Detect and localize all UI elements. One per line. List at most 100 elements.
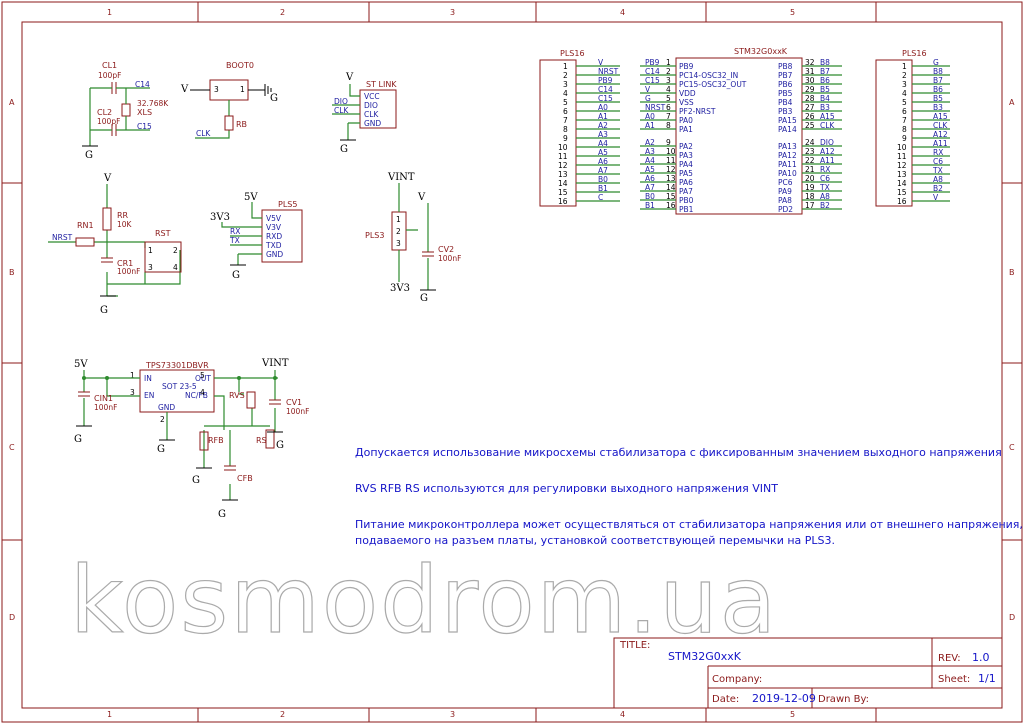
pin-number: 14 [558,179,568,188]
pin-number: 7 [563,116,568,125]
pin-number: 7 [666,112,671,121]
net-label: B4 [820,94,830,103]
pin-name: PB6 [778,80,793,89]
gnd-label: G [74,434,82,445]
pin-name: PA9 [778,187,792,196]
pin-number: 9 [563,134,568,143]
pin-number: 9 [902,134,907,143]
col-label: 4 [620,710,625,719]
stlink-connector: V ST LINK VCC DIO CLK GND DIO CLK G [332,72,397,155]
net-label: A2 [598,121,608,130]
gnd-label: G [192,475,200,486]
vcc-label: V [417,192,426,203]
regulator-package: SOT 23-5 [162,382,197,391]
net-label: A4 [598,139,608,148]
pin-number: 3 [563,80,568,89]
pls16-right-ref: PLS16 [902,49,927,58]
net-label: C15 [598,94,613,103]
pin-name: VCC [364,92,380,101]
net-label: A3 [598,130,608,139]
cv1-value: 100nF [286,407,309,416]
pin-name: V3V [266,223,282,232]
cin-value: 100nF [94,403,117,412]
row-label: A [1009,98,1015,107]
pin-number: 1 [396,215,401,224]
vcc-label: V [345,72,354,83]
pin-name: PA6 [679,178,693,187]
net-label: DIO [334,97,348,106]
col-label: 1 [107,8,112,17]
pin-name: PA10 [778,169,797,178]
net-label: A15 [820,112,835,121]
vint-label: VINT [387,172,415,183]
net-label: A12 [933,130,948,139]
net-label: A0 [645,112,655,121]
pin-name: PB9 [679,62,694,71]
net-label: A5 [645,165,655,174]
pin-number: 6 [666,103,671,112]
company-label: Company: [712,674,762,685]
pin-number: 13 [558,170,568,179]
pin-number: 20 [805,174,815,183]
net-label: PB9 [598,76,613,85]
pin-name: V5V [266,214,282,223]
pin-number: 28 [805,94,815,103]
date-value: 2019-12-09 [752,692,816,705]
crystal-circuit: CL1 100pF CL2 100pF 32.768K XLS C14 C15 … [82,61,169,161]
voltage-regulator: 5V TPS73301DBVR IN EN GND OUT NC/FB SOT … [74,358,309,520]
pin-number: 1 [563,62,568,71]
pin-name: GND [266,250,283,259]
notes: Допускается использование микросхемы ста… [355,446,1023,547]
pin-name: PA5 [679,169,693,178]
net-label: A6 [598,157,608,166]
gnd-label: G [276,440,284,451]
pin-number: 7 [902,116,907,125]
net-label: C15 [137,122,152,131]
pin-name: VDD [679,89,696,98]
vcc-label: V [180,84,189,95]
pls3-ref: PLS3 [365,231,384,240]
date-label: Date: [712,694,739,705]
row-label: C [1009,443,1015,452]
pin-name: PB5 [778,89,793,98]
pin-name: PC14-OSC32_IN [679,71,738,80]
note-text: подаваемого на разъем платы, установкой … [355,534,835,547]
vcc-label: V [103,173,112,184]
rr-value: 10K [117,220,133,229]
pin-name: PA0 [679,116,693,125]
net-label: B8 [820,58,830,67]
pin-name: PA13 [778,142,797,151]
pin-number: 27 [805,103,815,112]
net-label: A4 [645,156,655,165]
rb-ref: RB [236,120,247,129]
pin-name: PB1 [679,205,694,214]
pin-number: 9 [666,138,671,147]
net-label: A5 [598,148,608,157]
pin-number: 3 [902,80,907,89]
pin-number: 24 [805,138,815,147]
pin-number: 30 [805,76,815,85]
net-label: A7 [645,183,655,192]
net-label: A2 [645,138,655,147]
col-label: 1 [107,710,112,719]
col-label: 3 [450,710,455,719]
net-label: B3 [933,103,943,112]
pin-number: 4 [173,263,178,272]
net-label: B7 [933,76,943,85]
pin-name: OUT [195,374,211,383]
pin-number: 2 [563,71,568,80]
pin-number: 10 [666,147,676,156]
rev-value: 1.0 [972,651,990,664]
net-label: TX [932,166,943,175]
pin-number: 11 [666,156,676,165]
pin-number: 13 [666,174,676,183]
net-label: A1 [645,121,655,130]
net-label: CLK [196,129,211,138]
pin-name: PA3 [679,151,693,160]
pin-number: 3 [130,388,135,397]
pin-number: 4 [200,388,205,397]
net-label: A12 [820,147,835,156]
pin-name: VSS [679,98,694,107]
